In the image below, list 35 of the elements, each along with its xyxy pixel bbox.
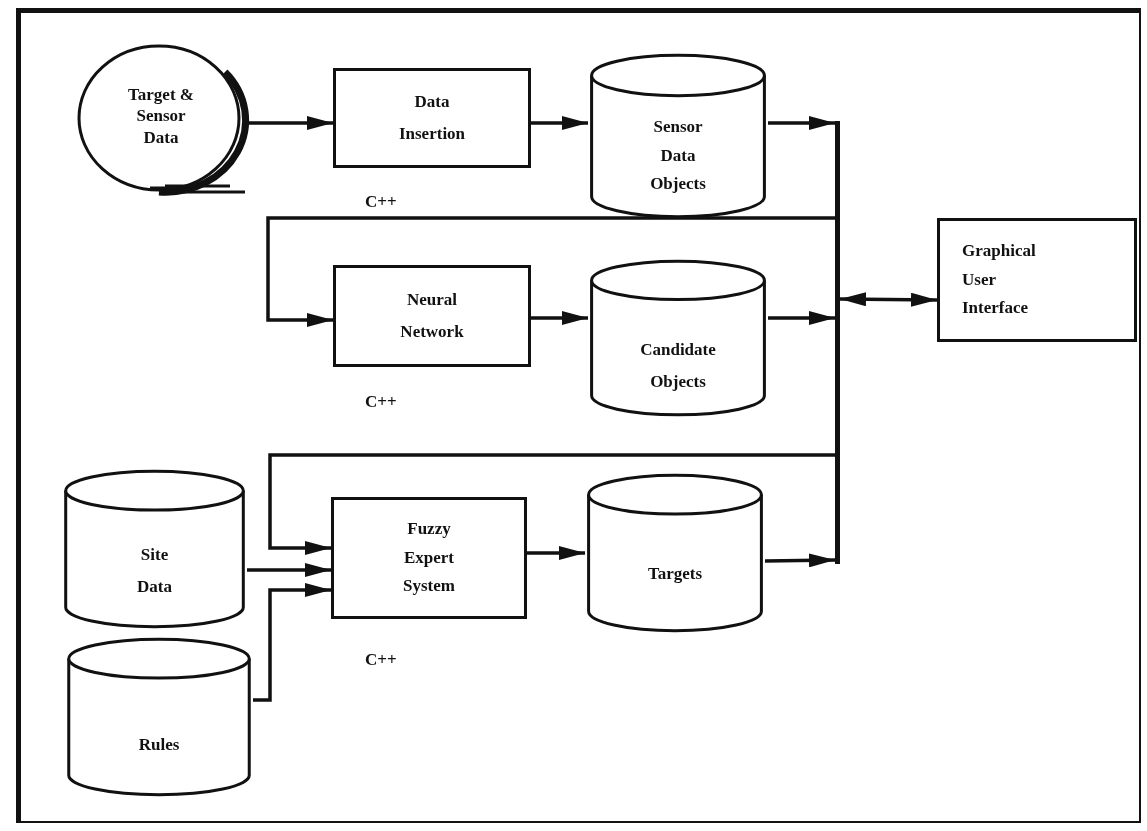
node-label: Neural Network [399, 288, 465, 343]
implementation-note: C++ [365, 650, 397, 670]
node-label: Graphical User Interface [962, 239, 1037, 320]
arrow [768, 311, 835, 325]
node-label: Fuzzy Expert System [402, 517, 456, 598]
arrow [247, 563, 331, 577]
database-cylinder [585, 472, 765, 634]
arrow [253, 583, 331, 702]
bus-bar [835, 121, 840, 564]
node-label: Data Insertion [397, 90, 467, 145]
arrow [764, 553, 836, 568]
arrow [266, 216, 835, 327]
arrow [531, 311, 588, 325]
database-cylinder [588, 258, 768, 418]
node-label: Candidate Objects [639, 338, 717, 393]
implementation-note: C++ [365, 392, 397, 412]
node-label: Sensor Data Objects [649, 115, 707, 196]
node-label: Rules [138, 733, 180, 756]
arrow [768, 116, 835, 130]
node-label: Targets [647, 562, 703, 585]
process-box [331, 497, 527, 619]
database-cylinder [588, 52, 768, 220]
process-box [333, 68, 531, 168]
process-box [937, 218, 1137, 342]
database-cylinder [62, 468, 247, 630]
node-label: Target & Sensor Data [127, 84, 195, 148]
arrow [840, 292, 937, 307]
arrow [527, 546, 585, 560]
arrow [268, 453, 835, 555]
node-label: Site Data [136, 543, 173, 598]
arrow [531, 116, 588, 130]
process-box [333, 265, 531, 367]
implementation-note: C++ [365, 192, 397, 212]
arrow [247, 116, 333, 130]
database-cylinder [65, 636, 253, 798]
